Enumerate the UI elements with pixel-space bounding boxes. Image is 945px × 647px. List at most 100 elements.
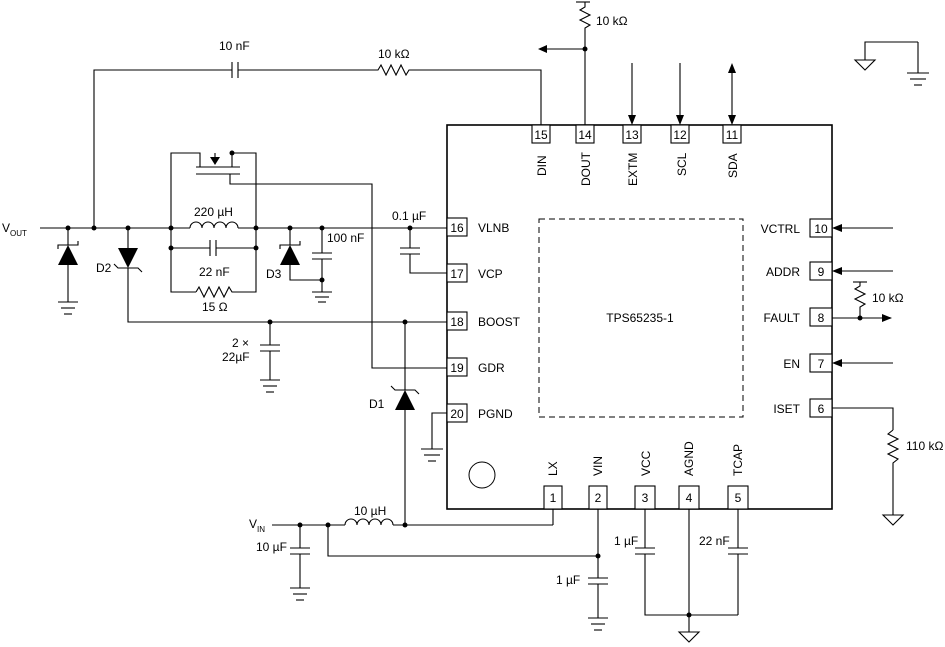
svg-text:VCTRL: VCTRL xyxy=(761,222,801,236)
svg-text:ISET: ISET xyxy=(773,402,800,416)
pin-13: 13 EXTM xyxy=(622,124,642,186)
pin-18: 18 BOOST xyxy=(446,311,521,331)
l-out-label: 220 µH xyxy=(194,205,233,219)
r-din-label: 10 kΩ xyxy=(378,47,410,61)
svg-text:ADDR: ADDR xyxy=(766,265,800,279)
c-boost-label-b: 22µF xyxy=(222,350,250,364)
vout-label-sub: OUT xyxy=(10,229,27,238)
c-vlnb-icon xyxy=(312,228,332,303)
svg-text:BOOST: BOOST xyxy=(478,315,521,329)
svg-text:VIN: VIN xyxy=(591,456,605,476)
svg-text:14: 14 xyxy=(578,128,592,142)
svg-text:VLNB: VLNB xyxy=(478,221,509,235)
svg-text:5: 5 xyxy=(735,491,742,505)
d3-diode-icon xyxy=(279,228,322,281)
inductor-10uh-icon xyxy=(344,509,554,526)
r-fault-label: 10 kΩ xyxy=(872,291,904,305)
pin-9: 9 ADDR xyxy=(766,261,833,281)
pin-17: 17 VCP xyxy=(446,263,503,283)
svg-text:17: 17 xyxy=(450,267,464,281)
vctrl-arrow xyxy=(832,224,893,232)
c-vin-icon xyxy=(290,525,310,601)
c-parallel-label: 22 nF xyxy=(199,265,230,279)
svg-text:20: 20 xyxy=(450,407,464,421)
pin-15: 15 DIN xyxy=(531,124,551,176)
pin-11: 11 SDA xyxy=(722,124,742,178)
ic-part-name: TPS65235-1 xyxy=(606,311,674,325)
d1-label: D1 xyxy=(369,397,385,411)
svg-text:1: 1 xyxy=(550,491,557,505)
pin-20: 20 PGND xyxy=(446,403,513,423)
d2-diode-icon xyxy=(113,228,447,323)
svg-text:7: 7 xyxy=(818,357,825,371)
svg-text:13: 13 xyxy=(625,128,639,142)
vout-label: V xyxy=(2,221,10,235)
iset-network xyxy=(832,407,905,526)
pin-12: 12 SCL xyxy=(670,124,690,176)
d3-label: D3 xyxy=(266,267,282,281)
vin-label: V xyxy=(249,517,257,531)
c-vin-pin-label: 1 µF xyxy=(556,573,580,587)
svg-text:TCAP: TCAP xyxy=(731,444,745,476)
mosfet-icon xyxy=(170,150,447,369)
pin-2: 2 VIN xyxy=(588,456,608,510)
earth-ground-icon xyxy=(907,42,929,86)
svg-text:9: 9 xyxy=(818,265,825,279)
svg-text:DOUT: DOUT xyxy=(579,151,593,186)
inductor-220uh-icon xyxy=(171,221,256,229)
chassis-ground-icon xyxy=(853,41,918,71)
dout-network xyxy=(538,1,592,125)
svg-text:2: 2 xyxy=(595,491,602,505)
c-vcp-label: 0.1 µF xyxy=(392,209,426,223)
r-parallel-label: 15 Ω xyxy=(202,300,228,314)
agnd-ground-icon xyxy=(677,509,701,643)
c-tcap-icon xyxy=(728,509,748,615)
svg-text:VCP: VCP xyxy=(478,267,503,281)
pin-6: 6 ISET xyxy=(773,398,833,418)
svg-text:18: 18 xyxy=(450,315,464,329)
pin-8: 8 FAULT xyxy=(764,307,833,327)
pin-19: 19 GDR xyxy=(446,357,505,377)
svg-text:AGND: AGND xyxy=(682,441,696,476)
svg-text:6: 6 xyxy=(818,402,825,416)
svg-text:3: 3 xyxy=(642,491,649,505)
svg-text:11: 11 xyxy=(726,128,739,142)
c-vcc-label: 1 µF xyxy=(614,534,638,548)
svg-text:10: 10 xyxy=(814,222,828,236)
svg-text:SCL: SCL xyxy=(675,152,689,176)
svg-text:4: 4 xyxy=(686,491,693,505)
pin1-marker xyxy=(468,461,496,489)
din-network xyxy=(93,62,542,228)
svg-text:19: 19 xyxy=(450,361,464,375)
addr-arrow xyxy=(832,267,893,275)
svg-text:16: 16 xyxy=(450,221,464,235)
svg-text:DIN: DIN xyxy=(535,155,549,176)
pin-1: 1 LX xyxy=(543,461,563,510)
svg-text:SDA: SDA xyxy=(726,153,740,178)
fault-network xyxy=(832,281,892,322)
pin-3: 3 VCC xyxy=(634,450,656,510)
svg-text:8: 8 xyxy=(818,311,825,325)
pin-4: 4 AGND xyxy=(678,441,700,510)
svg-text:15: 15 xyxy=(534,128,548,142)
svg-text:VCC: VCC xyxy=(639,450,653,476)
exposed-pad xyxy=(538,218,744,418)
pin-10: 10 VCTRL xyxy=(761,218,833,238)
parallel-rc xyxy=(168,225,259,299)
extm-arrow xyxy=(628,63,636,125)
d1-diode-icon xyxy=(390,322,420,528)
svg-text:EXTM: EXTM xyxy=(626,153,640,186)
svg-text:FAULT: FAULT xyxy=(764,311,801,325)
c-tcap-label: 22 nF xyxy=(699,534,730,548)
l-in-label: 10 µH xyxy=(354,504,386,518)
c-boost-icon xyxy=(260,322,280,393)
sda-arrow xyxy=(728,63,736,125)
c-boost-label-a: 2 × xyxy=(232,336,249,350)
d2-label: D2 xyxy=(96,261,112,275)
svg-text:LX: LX xyxy=(546,461,560,476)
c-vcp-icon xyxy=(400,228,447,274)
c-din-label: 10 nF xyxy=(219,39,250,53)
c-vcc-icon xyxy=(635,509,738,616)
scl-arrow xyxy=(676,63,684,125)
